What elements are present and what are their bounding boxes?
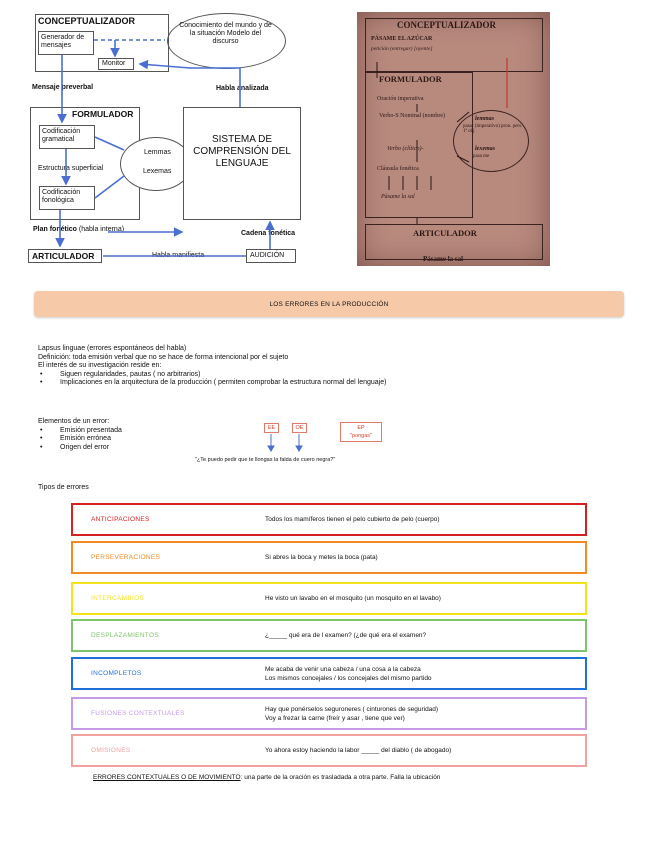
photo-clausula: Cláusula fonética — [377, 166, 419, 172]
section-banner: LOS ERRORES EN LA PRODUCCIÓN — [34, 291, 624, 317]
photo-arrows — [376, 58, 508, 224]
photo-lemmas: lemmas — [475, 116, 494, 122]
error-example-line: Yo ahora estoy haciendo la labor _____ d… — [265, 747, 452, 754]
tag-oe: OE — [292, 423, 307, 433]
error-example-line: Hay que ponérselos seguroneres ( cinturo… — [265, 705, 439, 713]
error-example-line: ¿_____ qué era de l examen? (¿de qué era… — [265, 632, 427, 639]
habla-analizada-label: Habla analizada — [216, 85, 269, 92]
photo-lexemas-detail: pasa me — [473, 154, 490, 159]
error-example: He visto un lavabo en el mosquito (un mo… — [265, 584, 441, 613]
elements-block: Elementos de un error: Emisión presentad… — [38, 418, 238, 452]
cadena-fonetica-label: Cadena fonética — [241, 230, 296, 237]
error-example: Si abres la boca y metes la boca (pata) — [265, 543, 378, 572]
conceptualizador-title: CONCEPTUALIZADOR — [38, 16, 135, 26]
error-example-line: Todos los mamíferos tienen el pelo cubie… — [265, 516, 440, 523]
lemmas-ellipse — [120, 137, 192, 191]
photo-conceptualizador-box — [365, 18, 543, 72]
error-example: Todos los mamíferos tienen el pelo cubie… — [265, 505, 440, 534]
codificacion-gramatical-box: Codificación gramatical — [39, 125, 95, 149]
intro-line2: Definición: toda emisión verbal que no s… — [38, 353, 289, 361]
photo-oracion: Oración imperativa — [377, 96, 424, 102]
tag-ep-word: "pongas" — [350, 433, 372, 439]
tag-ee: EE — [264, 423, 279, 433]
error-type-box: FUSIONES CONTEXTUALES Hay que ponérselos … — [71, 697, 587, 730]
elements-bullet: Origen del error — [38, 444, 238, 453]
photo-lemmas-ellipse — [453, 110, 529, 172]
intro-bullet: Implicaciones en la arquitectura de la p… — [38, 379, 408, 388]
lexemas-label: Lexemas — [143, 168, 172, 175]
audicion-box: AUDICIÓN — [246, 249, 296, 263]
diagram-arrows — [55, 39, 275, 257]
codificacion-fonologica-box: Codificación fonológica — [39, 186, 95, 210]
error-type-box: DESPLAZAMIENTOS ¿_____ qué era de l exame… — [71, 619, 587, 652]
error-example-line: Los mismos concejales / los concejales d… — [265, 674, 432, 682]
photo-formulador-title: FORMULADOR — [379, 74, 442, 84]
error-type-label: OMISIONES — [91, 747, 131, 754]
photo-peticion: petición (entregar) [oyente] — [371, 46, 433, 52]
error-type-label: FUSIONES CONTEXTUALES — [91, 710, 185, 717]
photo-verbo-clitico: Verbo (clítico)- — [387, 146, 424, 152]
elements-example: "¿Te puedo pedir que te llongas la falda… — [195, 457, 336, 463]
error-example-line: He visto un lavabo en el mosquito (un mo… — [265, 595, 441, 602]
photo-lemmas-detail: pasar (imperativo) pron. pers. 1ª obj — [463, 124, 523, 134]
elements-heading: Elementos de un error: — [38, 418, 110, 425]
photo-articulador-title: ARTICULADOR — [413, 228, 477, 238]
footer-text: : una parte de la oración es trasladada … — [240, 774, 441, 781]
error-type-box: PERSEVERACIONES Si abres la boca y metes … — [71, 541, 587, 574]
photo-final: Pásame la sal — [423, 255, 464, 263]
error-type-label: INCOMPLETOS — [91, 670, 142, 677]
intro-block: Lapsus linguae (errores espontáneos del … — [38, 345, 408, 388]
plan-fonetico-label: Plan fonético (habla interna) — [33, 226, 125, 233]
tag-arrows — [267, 434, 303, 452]
articulador-box: ARTICULADOR — [28, 249, 102, 263]
sistema-comprension-box — [183, 107, 301, 220]
generador-box: Generador de mensajes — [38, 31, 94, 55]
photo-diagram: CONCEPTUALIZADOR PÁSAME EL AZÚCAR petici… — [357, 12, 550, 266]
lemmas-label: Lemmas — [144, 149, 171, 156]
photo-verbo-sn: Verbo-S Nominal (nombre) — [379, 113, 445, 119]
error-example-line: Voy a frezar la carne (freír y asar , ti… — [265, 714, 405, 722]
footer-note: ERRORES CONTEXTUALES O DE MOVIMIENTO: un… — [93, 774, 440, 781]
tag-ep-label: EP — [357, 425, 365, 431]
error-type-label: INTERCAMBIOS — [91, 595, 145, 602]
elements-bullet: Emisión errónea — [38, 435, 238, 444]
error-example: ¿_____ qué era de l examen? (¿de qué era… — [265, 621, 426, 650]
photo-articulador-box — [365, 224, 543, 260]
photo-conceptualizador-title: CONCEPTUALIZADOR — [397, 20, 497, 30]
error-example: Me acaba de venir una cabeza / una cosa … — [265, 659, 432, 688]
error-type-box: ANTICIPACIONES Todos los mamíferos tienen… — [71, 503, 587, 536]
error-type-label: ANTICIPACIONES — [91, 516, 150, 523]
tipos-heading: Tipos de errores — [38, 484, 89, 491]
error-type-box: INCOMPLETOS Me acaba de venir una cabeza … — [71, 657, 587, 690]
formulador-title: FORMULADOR — [72, 109, 134, 119]
tag-ep: EP "pongas" — [340, 422, 382, 442]
intro-line1: Lapsus linguae (errores espontáneos del … — [38, 345, 187, 352]
error-type-box: INTERCAMBIOS He visto un lavabo en el mos… — [71, 582, 587, 615]
error-example-line: Si abres la boca y metes la boca (pata) — [265, 554, 378, 561]
elements-bullet: Emisión presentada — [38, 427, 238, 436]
error-type-label: DESPLAZAMIENTOS — [91, 632, 159, 639]
photo-pasame: PÁSAME EL AZÚCAR — [371, 36, 433, 42]
intro-bullet: Siguen regularidades, pautas ( no arbitr… — [38, 371, 408, 380]
error-example: Hay que ponérselos seguroneres ( cinturo… — [265, 699, 438, 728]
error-type-label: PERSEVERACIONES — [91, 554, 161, 561]
error-type-box: OMISIONES Yo ahora estoy haciendo la labo… — [71, 734, 587, 767]
photo-pasame-sal: Pásame la sal — [381, 194, 415, 200]
estructura-superficial-label: Estructura superficial — [38, 165, 104, 172]
intro-line3: El interés de su investigación reside en… — [38, 362, 162, 370]
sistema-comprension-label: SISTEMA DE COMPRENSIÓN DEL LENGUAJE — [193, 134, 291, 169]
error-example-line: Me acaba de venir una cabeza / una cosa … — [265, 665, 421, 673]
photo-lexemas: lexemas — [475, 146, 495, 152]
conocimiento-label: Conocimiento del mundo y de la situación… — [179, 22, 272, 46]
footer-label: ERRORES CONTEXTUALES O DE MOVIMIENTO — [93, 774, 241, 781]
monitor-box: Monitor — [98, 58, 134, 70]
error-example: Yo ahora estoy haciendo la labor _____ d… — [265, 736, 451, 765]
